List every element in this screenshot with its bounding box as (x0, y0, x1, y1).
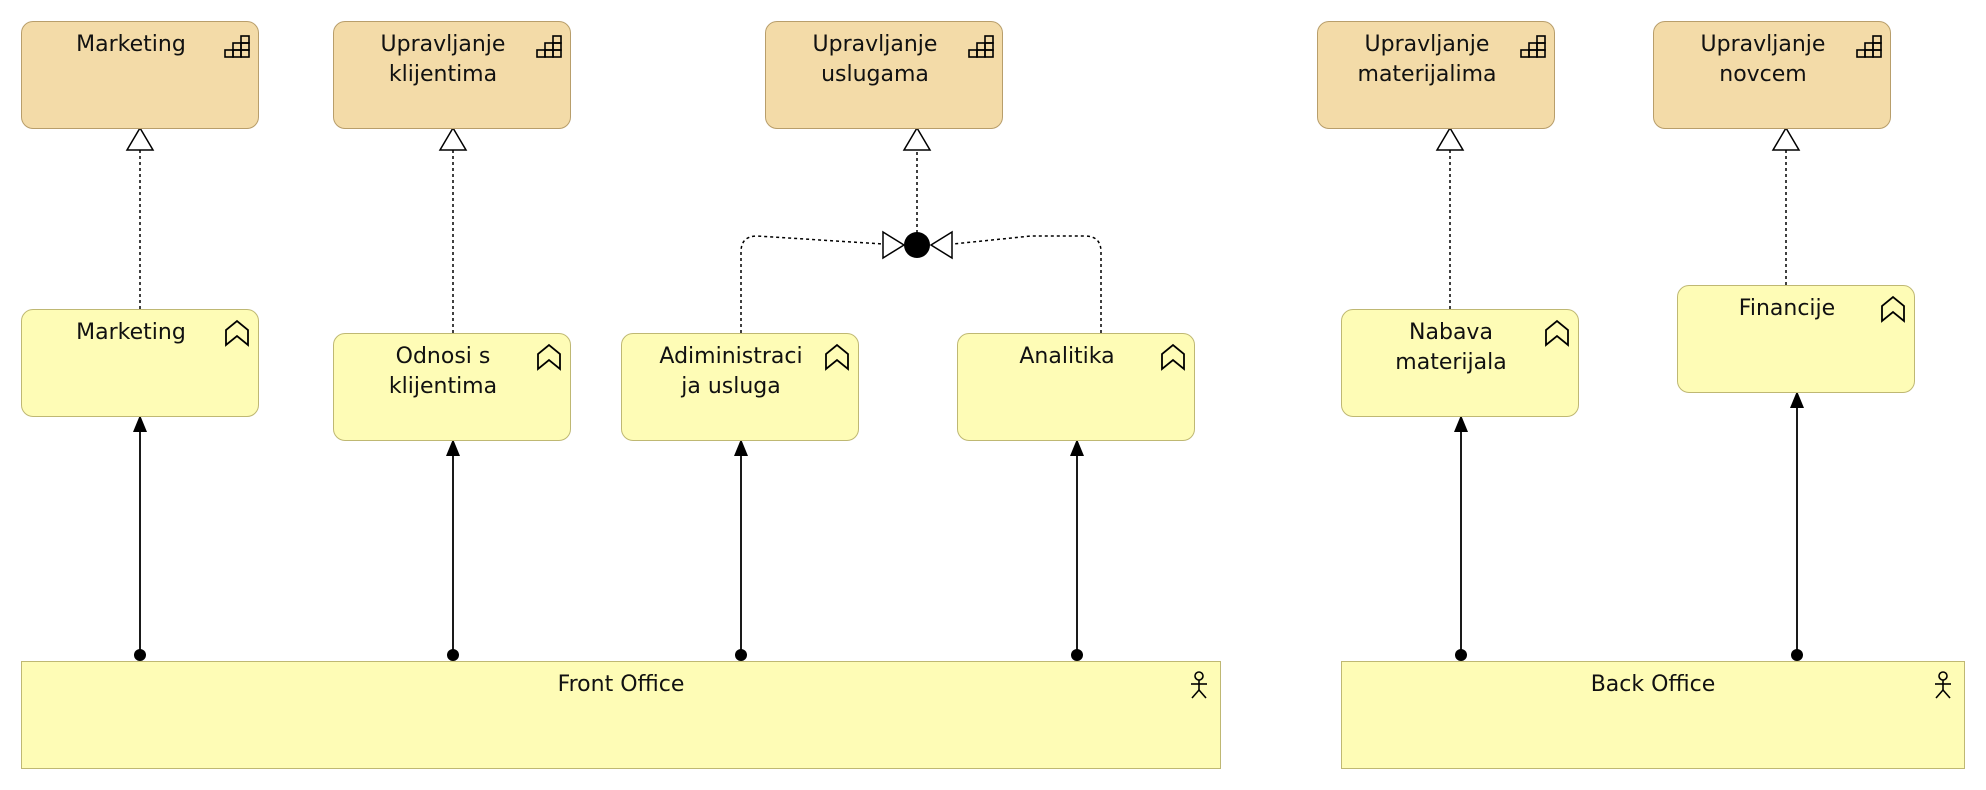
capability-marketing[interactable]: Marketing (21, 21, 259, 129)
capability-icon (1518, 30, 1548, 60)
capability-label: Upravljanje novcem (1700, 32, 1826, 87)
capability-icon (1854, 30, 1884, 60)
realization-arrowhead (929, 230, 953, 260)
realization-arrowhead (1771, 126, 1801, 151)
function-icon (1542, 318, 1572, 348)
assignment-dot (447, 649, 459, 661)
capability-icon (222, 30, 252, 60)
actor-label: Back Office (1590, 672, 1716, 697)
actor-back-office[interactable]: Back Office (1341, 661, 1965, 769)
capability-upravljanje-uslugama[interactable]: Upravljanje uslugama (765, 21, 1003, 129)
function-label: Odnosi s klijentima (388, 344, 498, 399)
assignment-arrowhead (1454, 415, 1468, 432)
function-label: Analitika (1019, 344, 1115, 369)
function-icon (1878, 294, 1908, 324)
function-label: Nabava materijala (1395, 320, 1507, 375)
realization-line[interactable] (952, 235, 1102, 333)
function-label: Financije (1738, 296, 1836, 321)
capability-upravljanje-klijentima[interactable]: Upravljanje klijentima (333, 21, 571, 129)
capability-upravljanje-materijalima[interactable]: Upravljanje materijalima (1317, 21, 1555, 129)
assignment-arrowhead (1070, 439, 1084, 456)
assignment-arrowhead (446, 439, 460, 456)
function-icon (534, 342, 564, 372)
realization-arrowhead (125, 126, 155, 151)
capability-icon (534, 30, 564, 60)
realization-line[interactable] (740, 235, 884, 333)
function-marketing[interactable]: Marketing (21, 309, 259, 417)
actor-icon (1928, 670, 1958, 700)
realization-arrowhead (902, 126, 932, 151)
realization-arrowhead (438, 126, 468, 151)
capability-label: Upravljanje klijentima (380, 32, 506, 87)
function-financije[interactable]: Financije (1677, 285, 1915, 393)
capability-upravljanje-novcem[interactable]: Upravljanje novcem (1653, 21, 1891, 129)
function-analitika[interactable]: Analitika (957, 333, 1195, 441)
capability-icon (966, 30, 996, 60)
assignment-arrowhead (1790, 391, 1804, 408)
realization-arrowhead (1435, 126, 1465, 151)
assignment-dot (1791, 649, 1803, 661)
capability-label: Upravljanje materijalima (1357, 32, 1497, 87)
assignment-dot (134, 649, 146, 661)
function-label: Marketing (76, 320, 186, 345)
function-odnosi-s-klijentima[interactable]: Odnosi s klijentima (333, 333, 571, 441)
function-icon (822, 342, 852, 372)
assignment-dot (1455, 649, 1467, 661)
realization-arrowhead (882, 230, 906, 260)
function-icon (1158, 342, 1188, 372)
function-icon (222, 318, 252, 348)
assignment-dot (735, 649, 747, 661)
capability-label: Upravljanje uslugama (812, 32, 938, 87)
function-label: Adiministraci ja usluga (659, 344, 803, 399)
actor-front-office[interactable]: Front Office (21, 661, 1221, 769)
actor-icon (1184, 670, 1214, 700)
assignment-arrowhead (734, 439, 748, 456)
function-nabava-materijala[interactable]: Nabava materijala (1341, 309, 1579, 417)
assignment-arrowhead (133, 415, 147, 432)
assignment-dot (1071, 649, 1083, 661)
and-junction[interactable] (904, 232, 930, 258)
actor-label: Front Office (557, 672, 685, 697)
capability-label: Marketing (76, 32, 186, 57)
function-administracija-usluga[interactable]: Adiministraci ja usluga (621, 333, 859, 441)
